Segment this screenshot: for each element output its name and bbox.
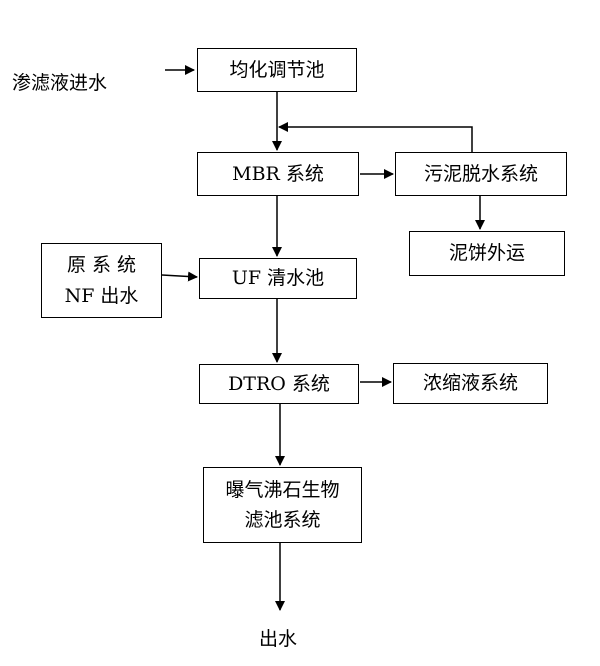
arrow-nf-to-uf (161, 271, 198, 282)
biofilter-line-2: 滤池系统 (244, 509, 321, 531)
uf-clear-water-tank-node: UF 清水池 (199, 258, 357, 299)
outflow-label: 出水 (259, 628, 298, 650)
nf-effluent-node: 原 系 统 NF 出水 (41, 243, 162, 318)
nf-line-2: NF 出水 (64, 284, 139, 307)
dtro-system-node: DTRO 系统 (199, 364, 359, 404)
biofilter-line-1: 曝气沸石生物 (225, 478, 340, 501)
sludge-dewatering-node: 污泥脱水系统 (395, 152, 567, 196)
mbr-system-node: MBR 系统 (197, 152, 359, 196)
inflow-label: 渗滤液进水 (12, 72, 108, 94)
sludge-cake-transport-node: 泥饼外运 (409, 231, 565, 276)
concentrate-system-node: 浓缩液系统 (393, 363, 548, 404)
zeolite-biofilter-node: 曝气沸石生物 滤池系统 (203, 467, 362, 543)
equalization-tank-node: 均化调节池 (197, 48, 357, 92)
nf-line-1: 原 系 统 (66, 254, 137, 277)
